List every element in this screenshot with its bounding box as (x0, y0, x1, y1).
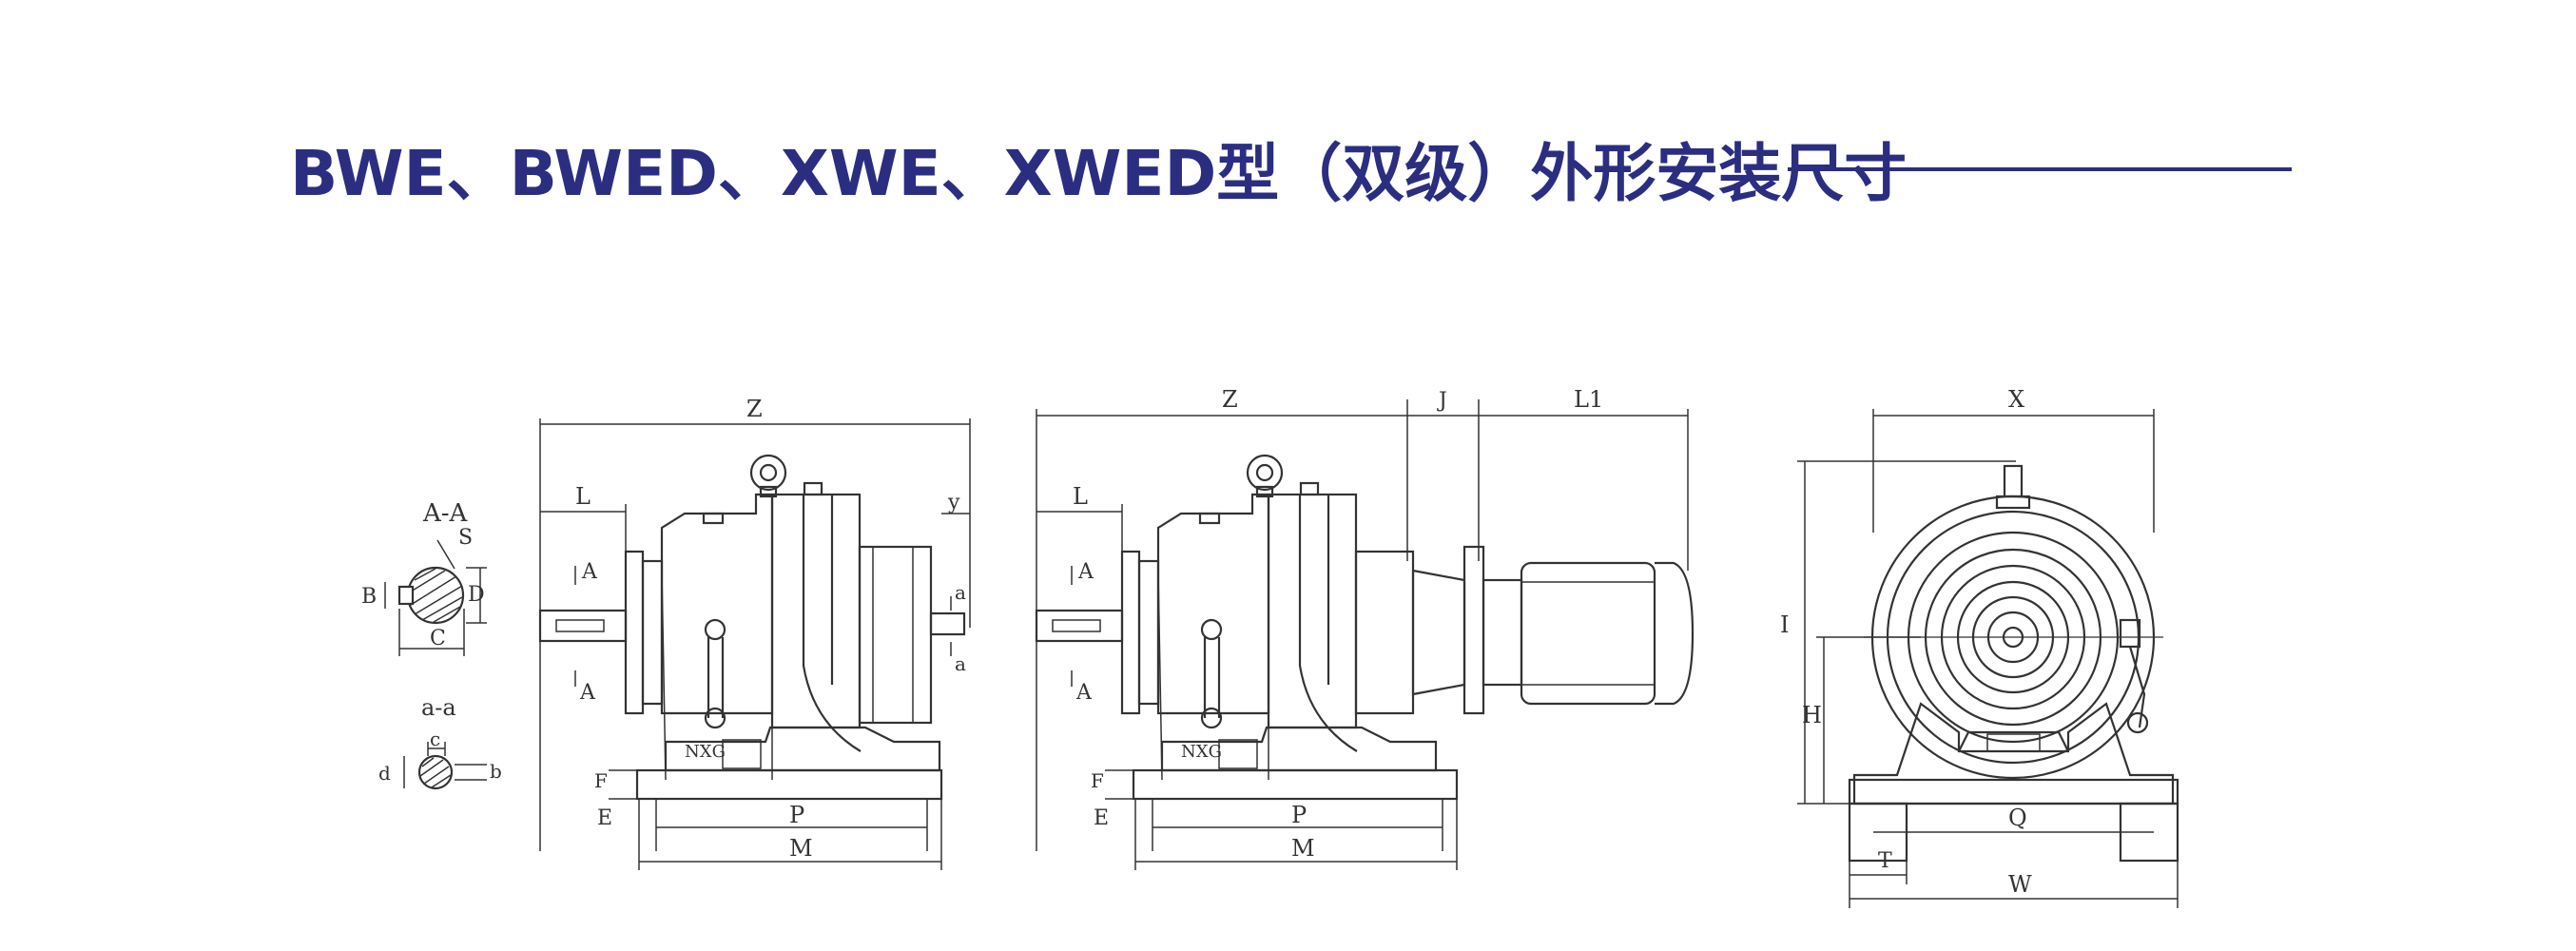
dim-l1-label: L1 (1574, 386, 1603, 413)
section-small-a-a: a-a c d b (378, 694, 502, 790)
section-mark-a-top: A (581, 560, 598, 584)
side-view: Z L y A A a a (538, 396, 971, 870)
dim-e-label: E (597, 806, 612, 830)
reducer-body-2 (1267, 493, 1358, 729)
title-rule (1788, 167, 2292, 171)
lifting-eye-2 (1246, 454, 1284, 492)
dim-l2-label: L (1073, 483, 1088, 510)
dim-f2-label: F (1091, 769, 1104, 792)
input-shaft (929, 611, 966, 636)
dim-d-label: D (468, 583, 485, 607)
dim-w-label: W (2008, 871, 2032, 898)
dim-p-label: P (789, 802, 804, 828)
dim-h-label: H (1802, 702, 1822, 728)
section-mark-a-bottom: A (579, 681, 596, 705)
dim-t-label: T (1878, 849, 1892, 873)
output-shaft-2 (1035, 609, 1124, 643)
motor-adapter (1354, 550, 1415, 715)
small-shaft-circle (417, 754, 454, 790)
front-foot (1852, 702, 2175, 805)
dim-l-label: L (575, 483, 591, 510)
section-small-caption: a-a (421, 694, 456, 721)
front-view: X I H Q (1780, 386, 2179, 908)
rear-housing (858, 545, 933, 725)
section-mark-a-small-top: a (955, 581, 966, 604)
dim-m-label: M (789, 835, 813, 862)
dim-p2-label: P (1291, 802, 1307, 828)
section-mark-a-small-bottom: a (955, 652, 966, 675)
key-slot (397, 585, 415, 606)
dim-x-label: X (2008, 386, 2024, 413)
dim-q-label: Q (2008, 805, 2027, 831)
section-mark-a2-top: A (1077, 560, 1094, 584)
base-plate (1848, 778, 2179, 805)
motor-body (1520, 561, 1656, 706)
dim-z2-label: Z (1222, 386, 1238, 413)
dim-b-small-label: b (490, 760, 502, 783)
dim-e2-label: E (1094, 806, 1109, 830)
dim-b-label: B (361, 585, 377, 609)
nameplate-label-2: NXG (1181, 742, 1222, 762)
dim-i-label: I (1780, 611, 1789, 638)
section-mark-a2-bottom: A (1075, 681, 1093, 705)
section-a-caption: A-A (422, 499, 469, 528)
input-flange (624, 550, 645, 715)
section-a-a: A-A S B D C (361, 499, 487, 656)
output-shaft (538, 609, 628, 643)
reducer-housing-2 (1156, 493, 1270, 715)
dim-f-label: F (594, 769, 608, 792)
reducer-housing (660, 493, 774, 715)
dim-y-label: y (947, 491, 960, 514)
dim-s-label: S (458, 526, 473, 550)
dim-d-small-label: d (378, 762, 391, 785)
dim-j-label: J (1437, 389, 1447, 413)
page-title: BWE、BWED、XWE、XWED型（双级）外形安装尺寸 (290, 137, 1908, 210)
dim-m2-label: M (1291, 835, 1315, 862)
reducer-body (770, 493, 862, 729)
motor-view: Z J L1 L A A (1035, 386, 1695, 870)
nameplate-label: NXG (685, 742, 726, 762)
lifting-eye (749, 454, 787, 492)
dim-c-small-label: c (430, 728, 440, 750)
dim-z-label: Z (746, 396, 763, 422)
dim-c-label: C (430, 627, 446, 650)
